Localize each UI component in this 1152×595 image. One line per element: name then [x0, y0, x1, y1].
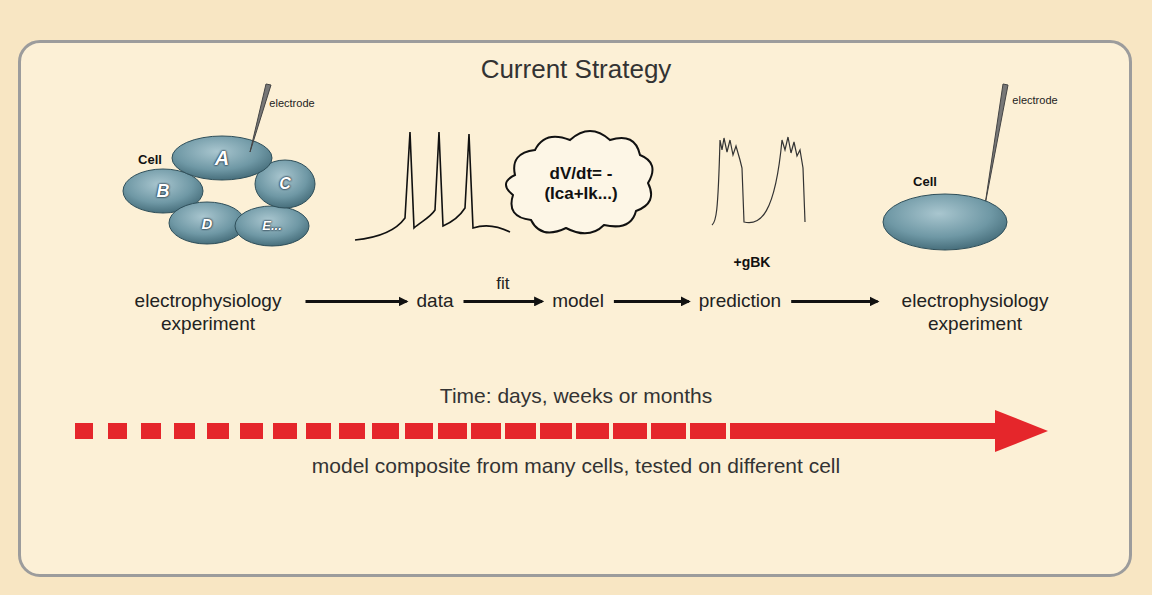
cell-cluster	[123, 136, 315, 246]
electrode-label: electrode	[269, 97, 314, 110]
cell-label: Cell	[913, 175, 937, 190]
edge-label: fit	[496, 275, 509, 295]
prediction-trace	[712, 137, 805, 225]
cell-letter: E...	[262, 219, 282, 234]
electrode-label: electrode	[1012, 94, 1057, 107]
flow-arrow	[306, 300, 407, 303]
flow-arrow	[463, 300, 542, 303]
stage-label: model	[552, 290, 604, 313]
stage-text: model	[552, 290, 604, 313]
cell-letter: D	[202, 215, 213, 232]
caption: model composite from many cells, tested …	[312, 454, 840, 478]
cell-label: Cell	[138, 153, 162, 168]
voltage-trace	[355, 132, 510, 240]
stage-text: electrophysiology experiment	[121, 290, 296, 336]
cell-letter: B	[157, 181, 170, 202]
time-label: Time: days, weeks or months	[440, 384, 712, 408]
stage-label: prediction	[699, 290, 781, 313]
stage-label: electrophysiology experiment	[121, 290, 296, 336]
cell-letter: A	[215, 147, 229, 170]
stage-label: data	[417, 290, 454, 313]
diagram-title: Current Strategy	[481, 55, 672, 85]
time-arrow	[75, 410, 1048, 452]
model-cloud	[506, 131, 653, 233]
stage-label: electrophysiology experiment	[888, 290, 1063, 336]
stage-text: prediction	[699, 290, 781, 313]
stage-text: electrophysiology experiment	[888, 290, 1063, 336]
cell-letter: C	[279, 175, 291, 193]
flow-arrow	[614, 300, 689, 303]
single-cell	[883, 194, 1007, 250]
stage-text: data	[417, 290, 454, 313]
flow-arrow	[791, 300, 877, 303]
parameter-label: +gBK	[734, 254, 771, 270]
model-equation: dV/dt= -(Ica+Ik...)	[519, 164, 644, 203]
